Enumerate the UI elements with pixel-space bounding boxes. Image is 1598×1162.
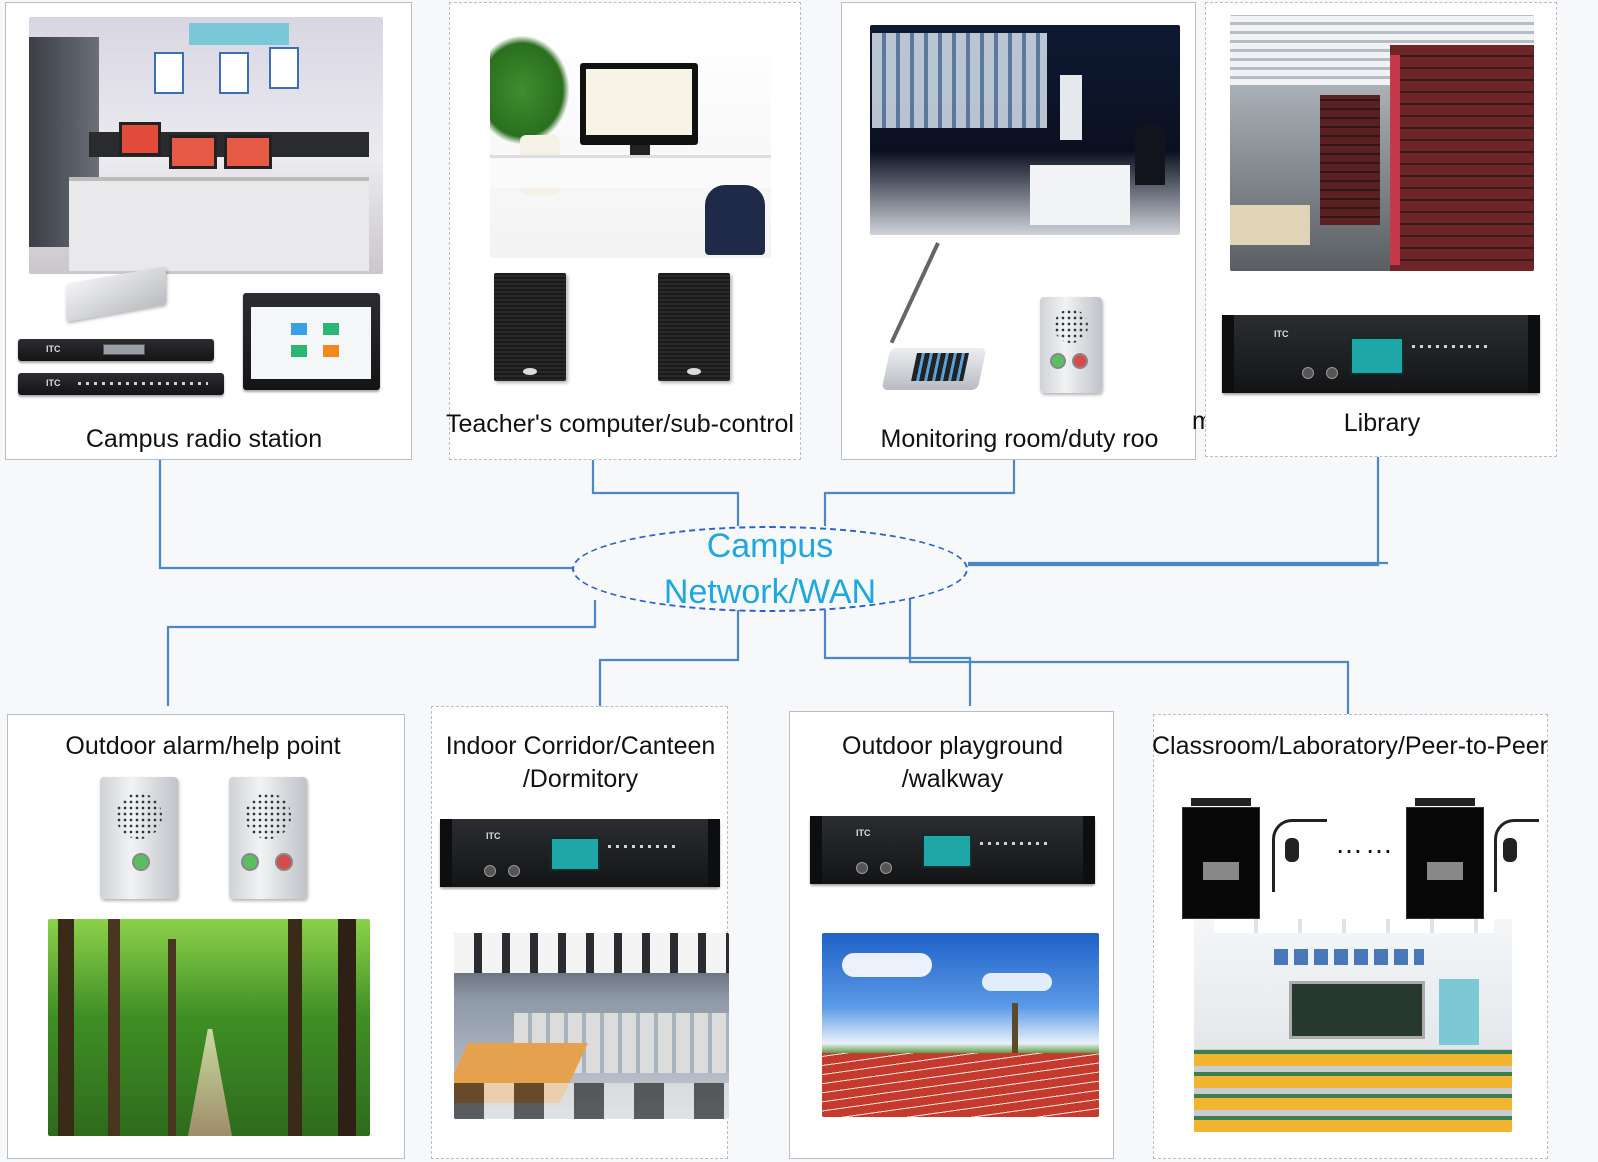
library-photo: [1230, 15, 1534, 271]
wall-speaker-icon: [658, 273, 730, 381]
network-label-line2: Network/WAN: [663, 573, 877, 611]
panel-indoor-corridor: Indoor Corridor/Canteen /Dormitory ITC: [431, 706, 729, 1159]
panel-library: ITC Library: [1205, 2, 1557, 457]
panel-label-line1: Indoor Corridor/Canteen: [445, 732, 716, 760]
link-playground: [823, 610, 972, 706]
panel-label: Classroom/Laboratory/Peer-to-Peer: [1152, 732, 1548, 760]
help-point-icon: [1040, 297, 1102, 393]
panel-teacher-computer: Teacher's computer/sub-control: [446, 2, 801, 460]
panel-label: Library: [1343, 409, 1421, 437]
radio-station-photo: [29, 17, 383, 274]
panel-label-line2: /Dormitory: [522, 765, 639, 793]
help-point-icon: [229, 777, 307, 899]
classroom-photo: [1194, 919, 1512, 1132]
headset-microphone-icon: [1272, 819, 1327, 892]
link-help-point: [166, 600, 597, 706]
rack-amplifier-icon: ITC: [18, 339, 214, 361]
rack-server-icon: [243, 293, 380, 390]
network-adapter-icon: [66, 266, 166, 322]
monitoring-room-photo: [870, 25, 1180, 235]
panel-outdoor-playground: Outdoor playground /walkway ITC: [789, 711, 1114, 1159]
help-point-icon: [100, 777, 178, 899]
rack-amplifier-icon: ITC: [810, 816, 1095, 884]
link-teacher: [591, 458, 740, 526]
rack-amplifier-icon: ITC: [440, 819, 720, 887]
wall-speaker-icon: [494, 273, 566, 381]
playground-photo: [822, 933, 1099, 1117]
panel-label-line2: /walkway: [901, 765, 1004, 793]
headset-microphone-icon: [1494, 819, 1539, 892]
panel-classroom: Classroom/Laboratory/Peer-to-Peer ……: [1152, 714, 1548, 1159]
panel-label: Campus radio station: [85, 425, 323, 453]
panel-label: Teacher's computer/sub-control: [446, 410, 794, 438]
link-library: [968, 455, 1380, 567]
panel-outdoor-alarm: Outdoor alarm/help point: [7, 714, 405, 1159]
wireless-receiver-icon: [1406, 798, 1484, 919]
network-label-line1: Campus: [706, 527, 834, 565]
link-monitoring: [823, 458, 1016, 526]
panel-label-line1: Outdoor playground: [842, 732, 1063, 760]
campus-network-cloud: [572, 526, 968, 612]
forest-path-photo: [48, 919, 370, 1136]
link-radio-station: [158, 452, 572, 570]
panel-campus-radio-station: ITC ITC Campus radio station: [5, 2, 412, 460]
canteen-photo: [454, 933, 729, 1119]
teacher-desk-photo: [490, 25, 771, 258]
rack-amplifier-icon: ITC: [18, 373, 224, 395]
wireless-receiver-icon: [1182, 798, 1260, 919]
link-classroom: [908, 598, 1350, 714]
panel-label: Monitoring room/duty roo: [880, 425, 1159, 453]
ellipsis-separator: ……: [1335, 828, 1395, 859]
paging-microphone-icon: [881, 242, 987, 408]
panel-monitoring-room: Monitoring room/duty roo: [841, 2, 1196, 460]
rack-amplifier-icon: ITC: [1222, 315, 1540, 393]
panel-label: Outdoor alarm/help point: [65, 732, 341, 760]
link-corridor: [598, 610, 740, 706]
